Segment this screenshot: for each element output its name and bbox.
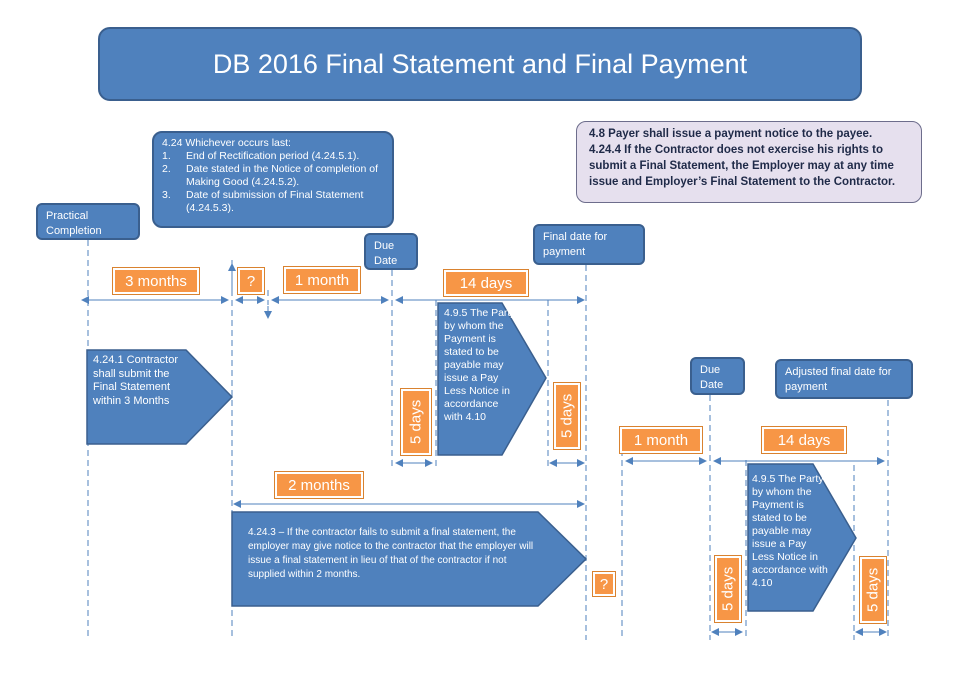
clause-424-box: 4.24 Whichever occurs last: 1.End of Rec… <box>152 131 394 228</box>
three-months-badge: 3 months <box>112 267 200 295</box>
arrow-4241-shape <box>86 349 234 445</box>
clause-4243-text: 4.24.3 – If the contractor fails to subm… <box>248 527 534 580</box>
fourteen-days-badge-2: 14 days <box>761 426 847 454</box>
five-days-badge-1: 5 days <box>400 388 432 456</box>
payment-notice-note: 4.8 Payer shall issue a payment notice t… <box>576 121 922 203</box>
clause-424-heading: 4.24 Whichever occurs last: <box>162 137 291 149</box>
arrow-495-1-shape <box>437 302 547 456</box>
clause-424-item: 3.Date of submission of Final Statement … <box>162 189 364 214</box>
due-date-1-label: Due Date <box>364 233 418 270</box>
clause-424-item: 1.End of Rectification period (4.24.5.1)… <box>162 150 360 162</box>
one-month-badge-1: 1 month <box>283 266 361 294</box>
arrow-4243-shape <box>231 511 588 607</box>
page-title: DB 2016 Final Statement and Final Paymen… <box>98 27 862 101</box>
clause-4241-text: 4.24.1 Contractor shall submit the Final… <box>93 354 178 407</box>
two-months-badge: 2 months <box>274 471 364 499</box>
arrow-495-2-shape <box>747 463 857 612</box>
question-badge-2: ? <box>592 571 616 597</box>
clause-495-text-2: 4.9.5 The Party by whom the Payment is s… <box>752 473 828 589</box>
five-days-badge-4: 5 days <box>859 556 887 624</box>
note-line-2: 4.24.4 If the Contractor does not exerci… <box>589 144 896 188</box>
fourteen-days-badge-1: 14 days <box>443 269 529 297</box>
five-days-badge-2: 5 days <box>553 382 581 450</box>
one-month-badge-2: 1 month <box>619 426 703 454</box>
due-date-2-label: Due Date <box>690 357 745 395</box>
adjusted-final-date-label: Adjusted final date for payment <box>775 359 913 399</box>
question-badge-1: ? <box>237 267 265 295</box>
five-days-badge-3: 5 days <box>714 555 742 623</box>
final-date-label: Final date for payment <box>533 224 645 265</box>
note-line-1: 4.8 Payer shall issue a payment notice t… <box>589 128 873 140</box>
practical-completion-label: Practical Completion <box>36 203 140 240</box>
clause-424-item: 2.Date stated in the Notice of completio… <box>162 163 379 188</box>
clause-495-text-1: 4.9.5 The Party by whom the Payment is s… <box>444 307 516 423</box>
